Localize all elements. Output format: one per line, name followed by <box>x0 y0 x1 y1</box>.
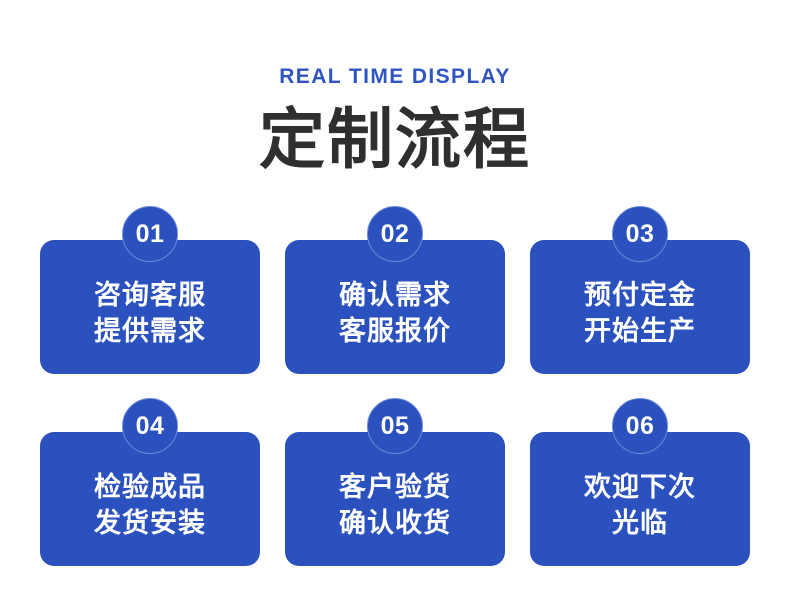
step-text: 客户验货 确认收货 <box>339 456 451 541</box>
step-number: 06 <box>625 411 655 440</box>
step-line-1: 客户验货 <box>339 472 451 503</box>
step-number-badge: 05 <box>367 398 423 454</box>
step-number-badge: 03 <box>612 206 668 262</box>
step-line-1: 预付定金 <box>584 280 696 311</box>
step-number: 01 <box>135 219 165 248</box>
step-card: 客户验货 确认收货 <box>285 432 505 566</box>
step-card: 欢迎下次 光临 <box>530 432 750 566</box>
step-item-03[interactable]: 预付定金 开始生产 03 <box>530 206 750 374</box>
step-line-2: 发货安装 <box>94 508 206 538</box>
step-number: 05 <box>380 411 410 440</box>
step-line-2: 光临 <box>612 508 668 538</box>
step-text: 预付定金 开始生产 <box>584 264 696 349</box>
step-text: 确认需求 客服报价 <box>339 264 451 349</box>
step-number-badge: 04 <box>122 398 178 454</box>
steps-grid: 咨询客服 提供需求 01 确认需求 客服报价 02 预付定金 <box>40 206 750 566</box>
step-line-1: 检验成品 <box>94 472 206 503</box>
step-line-1: 咨询客服 <box>94 280 206 311</box>
step-item-02[interactable]: 确认需求 客服报价 02 <box>285 206 505 374</box>
step-number: 04 <box>135 411 165 440</box>
poster-header: REAL TIME DISPLAY 定制流程 <box>0 0 790 172</box>
step-item-05[interactable]: 客户验货 确认收货 05 <box>285 398 505 566</box>
step-number: 02 <box>380 219 410 248</box>
page-title: 定制流程 <box>259 102 531 176</box>
step-number-badge: 01 <box>122 206 178 262</box>
step-number: 03 <box>625 219 655 248</box>
step-line-2: 开始生产 <box>584 316 696 346</box>
step-card: 预付定金 开始生产 <box>530 240 750 374</box>
step-text: 检验成品 发货安装 <box>94 456 206 541</box>
step-line-1: 确认需求 <box>339 280 451 311</box>
step-card: 确认需求 客服报价 <box>285 240 505 374</box>
step-number-badge: 02 <box>367 206 423 262</box>
step-item-04[interactable]: 检验成品 发货安装 04 <box>40 398 260 566</box>
step-text: 欢迎下次 光临 <box>584 456 696 541</box>
step-line-2: 确认收货 <box>339 508 451 538</box>
step-line-2: 客服报价 <box>339 316 451 346</box>
step-text: 咨询客服 提供需求 <box>94 264 206 349</box>
step-number-badge: 06 <box>612 398 668 454</box>
step-line-2: 提供需求 <box>94 316 206 346</box>
step-item-06[interactable]: 欢迎下次 光临 06 <box>530 398 750 566</box>
step-item-01[interactable]: 咨询客服 提供需求 01 <box>40 206 260 374</box>
eyebrow-subtitle: REAL TIME DISPLAY <box>279 65 511 88</box>
step-card: 检验成品 发货安装 <box>40 432 260 566</box>
step-card: 咨询客服 提供需求 <box>40 240 260 374</box>
step-line-1: 欢迎下次 <box>584 472 696 503</box>
